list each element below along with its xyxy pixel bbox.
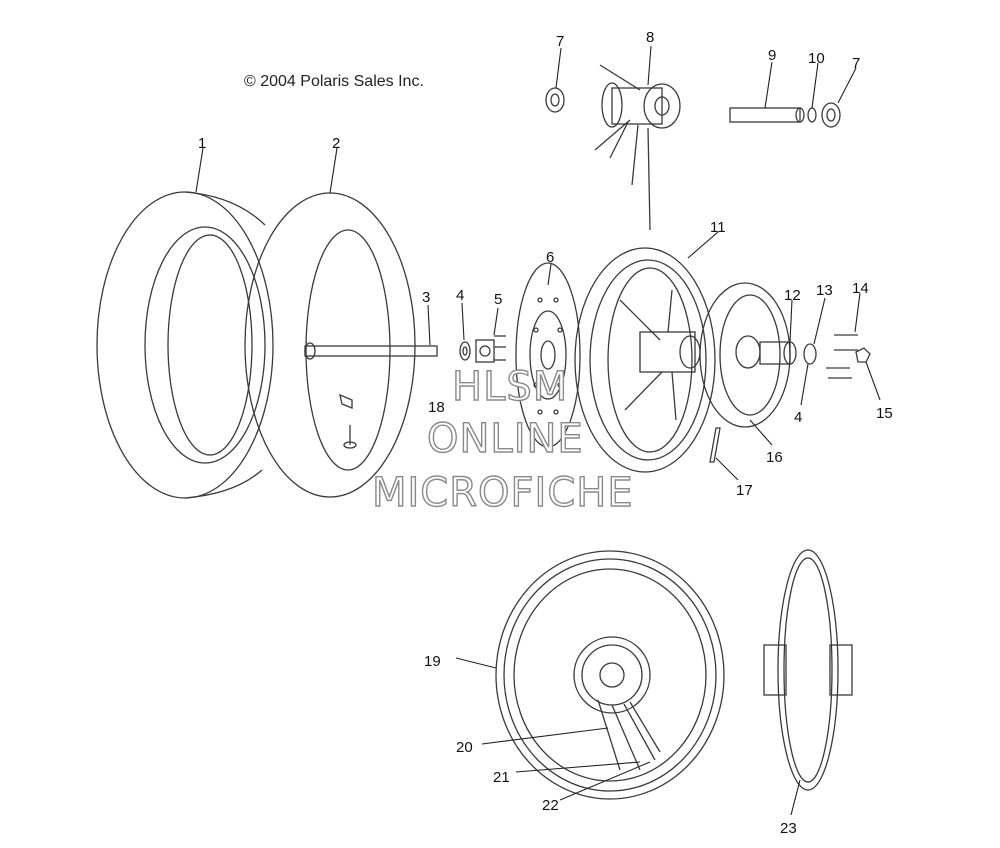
callout-3: 3 — [422, 289, 430, 306]
spacer-left — [459, 341, 471, 361]
callout-20: 20 — [456, 739, 473, 756]
callout-12: 12 — [784, 287, 801, 304]
watermark-line-2: ONLINE — [427, 416, 584, 462]
callout-21: 21 — [493, 769, 510, 786]
callout-9: 9 — [768, 47, 776, 64]
callout-4b: 4 — [794, 409, 802, 426]
callout-18: 18 — [428, 399, 445, 416]
watermark-line-1: HLSM — [452, 364, 568, 410]
callout-6: 6 — [546, 249, 554, 266]
spoked-wheel-side-view — [763, 549, 853, 791]
spoked-wheel-front-view — [495, 550, 725, 800]
seal — [807, 107, 817, 123]
brake-rotor — [515, 262, 581, 448]
copyright-text: © 2004 Polaris Sales Inc. — [244, 73, 424, 90]
axle-sleeve — [729, 107, 805, 123]
axle-nut — [855, 347, 871, 363]
callout-16: 16 — [766, 449, 783, 466]
callout-8: 8 — [646, 29, 654, 46]
axle — [304, 342, 438, 360]
callout-7b: 7 — [852, 55, 860, 72]
callout-14: 14 — [852, 280, 869, 297]
watermark-line-3: MICROFICHE — [372, 470, 634, 516]
rim-strip — [709, 427, 721, 463]
callout-5: 5 — [494, 291, 502, 308]
lock-plate — [803, 343, 817, 365]
callout-7: 7 — [556, 33, 564, 50]
callout-10: 10 — [808, 50, 825, 67]
watermark: HLSM ONLINE MICROFICHE — [371, 363, 634, 516]
rear-tire — [96, 191, 274, 499]
bearing-left — [545, 87, 565, 113]
callout-22: 22 — [542, 797, 559, 814]
inner-tube — [244, 192, 416, 498]
callout-23: 23 — [780, 820, 797, 837]
callout-2: 2 — [332, 135, 340, 152]
wheel-hub — [594, 64, 681, 231]
cast-wheel — [574, 247, 716, 473]
pulley-bolts — [826, 334, 858, 379]
callout-1: 1 — [198, 135, 206, 152]
callout-11: 11 — [710, 219, 726, 236]
callout-19: 19 — [424, 653, 441, 670]
bearing-right — [821, 102, 841, 128]
leader-lines — [195, 45, 881, 816]
callout-17: 17 — [736, 482, 753, 499]
callout-13: 13 — [816, 282, 833, 299]
callout-15: 15 — [876, 405, 893, 422]
callout-labels: 1 2 3 4 5 6 7 8 9 10 7 11 12 13 14 4 15 … — [198, 29, 893, 837]
callout-4: 4 — [456, 287, 464, 304]
caliper-bolts — [475, 335, 506, 363]
